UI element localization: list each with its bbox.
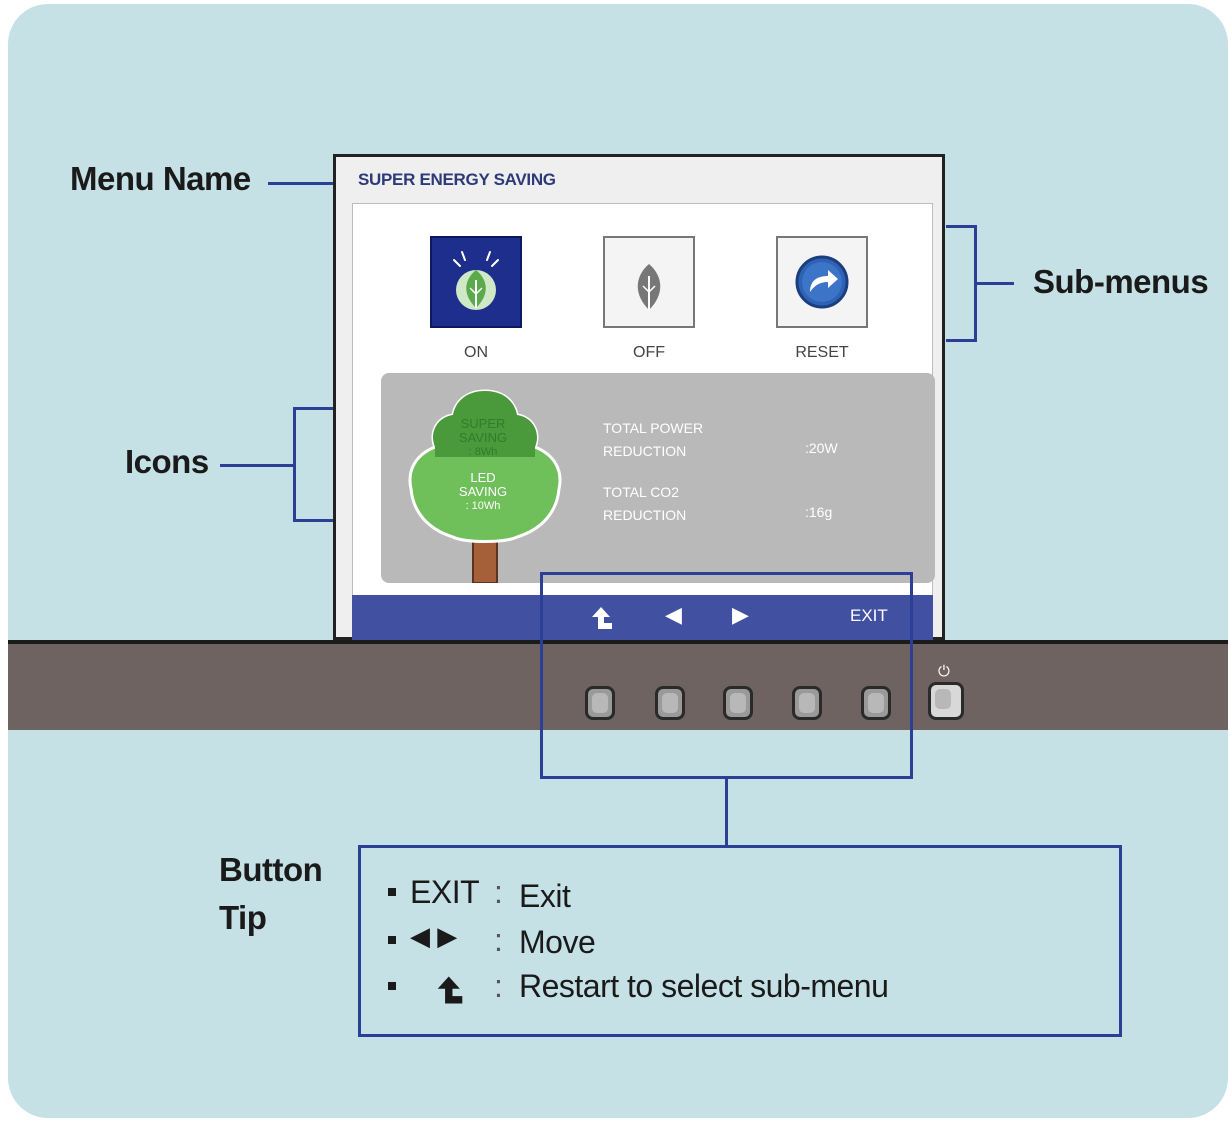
tip-exit-separator: :	[494, 874, 503, 910]
total-co2-value: :16g	[805, 504, 833, 520]
total-power-line2: REDUCTION	[603, 443, 687, 459]
energy-info-panel: SUPER SAVING : 8Wh LED SAVING : 10Wh TOT…	[381, 373, 935, 583]
move-left-icon[interactable]: ◀	[665, 603, 682, 628]
tip-exit-desc: Exit	[519, 878, 571, 914]
sub-menu-on-label: ON	[464, 344, 488, 361]
tip-bullet-2	[388, 936, 396, 944]
total-co2-label: TOTAL CO2 REDUCTION	[603, 481, 686, 527]
led-saving-value: : 10Wh	[465, 500, 501, 512]
sub-menu-reset-button[interactable]	[776, 236, 868, 328]
icons-bracket-top	[293, 407, 333, 410]
leaf-icon	[637, 264, 661, 310]
led-saving-line1: LED	[470, 470, 496, 485]
monitor-power-button[interactable]	[928, 682, 964, 720]
super-saving-line1: SUPER	[460, 416, 506, 431]
monitor-button-3[interactable]	[723, 686, 753, 720]
led-saving-line2: SAVING	[458, 484, 508, 499]
sub-menus-callout: Sub-menus	[1033, 263, 1209, 300]
icons-bracket-vertical	[293, 407, 296, 522]
button-tip-connector-line	[725, 779, 728, 845]
sub-menu-off-button[interactable]	[603, 236, 695, 328]
osd-content-area: ON OFF RESET	[352, 203, 935, 635]
monitor-bezel	[8, 640, 1228, 730]
monitor-button-5[interactable]	[861, 686, 891, 720]
tip-move-separator: :	[494, 922, 503, 958]
reset-arrow-icon	[795, 255, 849, 309]
button-tip-line2: Tip	[219, 899, 267, 936]
super-saving-line2: SAVING	[458, 430, 508, 445]
menu-name-callout: Menu Name	[70, 160, 251, 197]
total-co2-line1: TOTAL CO2	[603, 484, 679, 500]
monitor-button-4[interactable]	[792, 686, 822, 720]
sub-menus-bracket-bottom	[946, 339, 976, 342]
sub-menus-leader-line	[976, 282, 1014, 285]
exit-label[interactable]: EXIT	[850, 606, 888, 625]
button-tip-callout: Button Tip	[219, 846, 323, 942]
restart-arrow-icon	[437, 976, 463, 1004]
tip-bullet-1	[388, 888, 396, 896]
sub-menus-bracket-vertical	[974, 225, 977, 342]
total-co2-line2: REDUCTION	[603, 507, 687, 523]
sub-menu-off-label: OFF	[633, 344, 665, 361]
sub-menu-on-button[interactable]	[430, 236, 522, 328]
osd-nav-bar: ◀ ▶ EXIT	[352, 595, 933, 640]
icons-callout: Icons	[125, 443, 209, 480]
icons-bracket-bottom	[293, 519, 333, 522]
osd-menu-title: SUPER ENERGY SAVING	[358, 170, 556, 189]
sub-menu-reset-label: RESET	[795, 344, 849, 361]
tip-exit-key: EXIT	[410, 874, 480, 910]
icons-leader-line	[220, 464, 296, 467]
monitor-button-2[interactable]	[655, 686, 685, 720]
move-right-icon[interactable]: ▶	[732, 603, 749, 628]
button-tip-box: EXIT : Exit ◀ ▶ : Move : Restart to sele…	[358, 845, 1122, 1037]
leaf-icon	[453, 251, 499, 310]
total-power-label: TOTAL POWER REDUCTION	[603, 417, 703, 463]
monitor-button-1[interactable]	[585, 686, 615, 720]
tree-icon	[408, 389, 562, 583]
tip-restart-separator: :	[494, 968, 503, 1004]
osd-menu-window: SUPER ENERGY SAVING ON	[333, 154, 945, 640]
led-saving-label: LED SAVING : 10Wh	[437, 471, 529, 513]
super-saving-label: SUPER SAVING : 8Wh	[437, 417, 529, 459]
restart-arrow-icon[interactable]	[590, 605, 614, 631]
power-symbol-icon: ⏻	[938, 662, 950, 680]
menu-name-leader-line	[268, 182, 334, 185]
button-highlight-box	[540, 572, 913, 779]
total-power-line1: TOTAL POWER	[603, 420, 704, 436]
tip-move-key: ◀ ▶	[410, 922, 457, 952]
button-tip-line1: Button	[219, 851, 323, 888]
tip-restart-desc: Restart to select sub-menu	[519, 968, 889, 1004]
total-power-value: :20W	[805, 440, 838, 456]
super-saving-value: : 8Wh	[468, 446, 498, 458]
sub-menus-bracket-top	[946, 225, 976, 228]
tip-move-desc: Move	[519, 924, 596, 960]
tip-bullet-3	[388, 982, 396, 990]
